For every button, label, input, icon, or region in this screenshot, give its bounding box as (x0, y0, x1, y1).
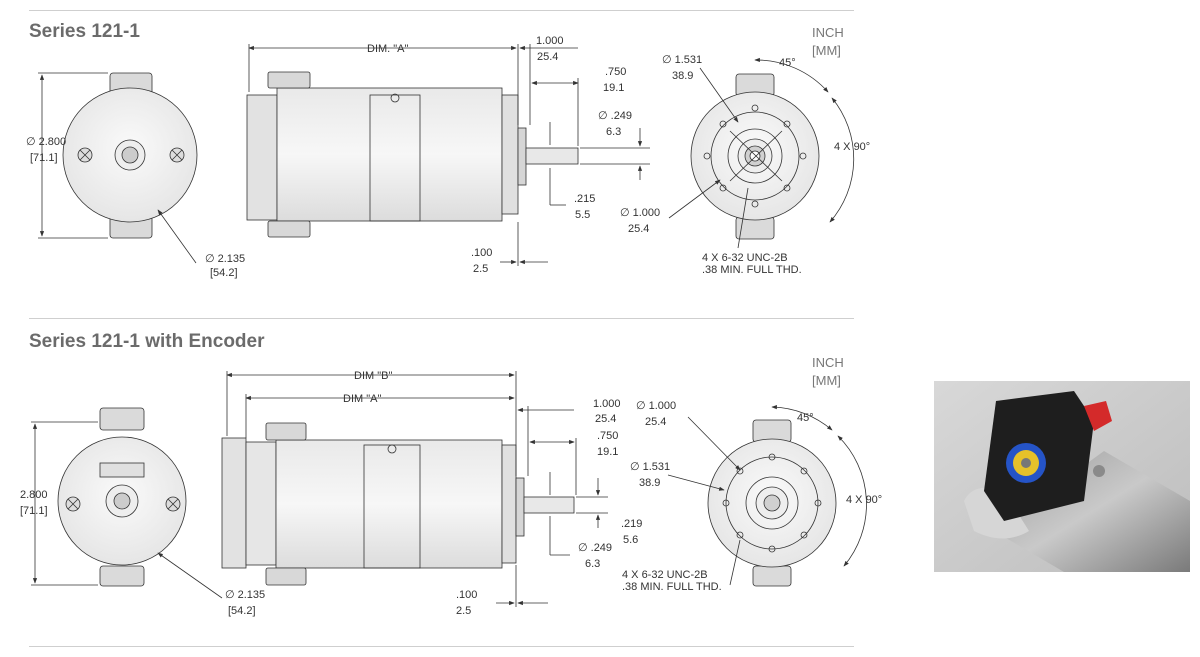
s1-pilotdia-in: ∅ 1.000 (620, 207, 660, 219)
s1-pilot-in: .100 (471, 247, 492, 259)
s2-len-mm: 25.4 (595, 413, 616, 425)
unit-mm: [MM] (812, 43, 841, 58)
s2-dim-a: DIM "A" (343, 393, 381, 405)
s2-shaftdia-mm: 6.3 (585, 558, 600, 570)
section-1-units: INCH [MM] (812, 24, 844, 60)
photo-image (934, 381, 1190, 572)
s2-dim-b: DIM "B" (354, 370, 392, 382)
s2-shaftdia-in: ∅ .249 (578, 542, 612, 554)
s1-bc-mm: 38.9 (672, 70, 693, 82)
s1-dim-a: DIM. "A" (367, 43, 409, 55)
s2-flat-in: .219 (621, 518, 642, 530)
s1-dia-in: ∅ 2.800 (26, 136, 66, 148)
side-view-2 (221, 371, 608, 607)
s1-flat-in: .215 (574, 193, 595, 205)
s2-angle: 45° (797, 412, 814, 424)
front-view-1 (38, 72, 198, 264)
s1-dia-mm: [71.1] (30, 152, 58, 164)
s2-dia-mm: [71.1] (20, 505, 48, 517)
s2-hub-in: ∅ 2.135 (225, 589, 265, 601)
s1-len-mm: 25.4 (537, 51, 558, 63)
face-view-2 (667, 405, 867, 587)
side-view-1 (246, 44, 650, 266)
encoder-motor-photo (934, 381, 1190, 572)
s1-shaftdia-mm: 6.3 (606, 126, 621, 138)
s2-pilotdia-mm: 25.4 (645, 416, 666, 428)
s2-hub-mm: [54.2] (228, 605, 256, 617)
s2-bc-in: ∅ 1.531 (630, 461, 670, 473)
s1-bc-in: ∅ 1.531 (662, 54, 702, 66)
bottom-rule (29, 646, 854, 647)
front-view-2 (31, 407, 223, 599)
s1-angle: 45° (779, 57, 796, 69)
top-rule (29, 10, 854, 11)
s1-len-in: 1.000 (536, 35, 564, 47)
s2-spacing: 4 X 90° (846, 494, 882, 506)
s2-shaft-in: .750 (597, 430, 618, 442)
s2-pilot-in: .100 (456, 589, 477, 601)
s1-thread-2: .38 MIN. FULL THD. (702, 264, 802, 276)
unit-mm: [MM] (812, 373, 841, 388)
middle-rule (29, 318, 854, 319)
s2-thread-1: 4 X 6-32 UNC-2B (622, 569, 708, 581)
s1-shaftdia-in: ∅ .249 (598, 110, 632, 122)
face-view-1 (668, 57, 855, 249)
s1-spacing: 4 X 90° (834, 141, 870, 153)
s1-hub-mm: [54.2] (210, 267, 238, 279)
s1-pilot-mm: 2.5 (473, 263, 488, 275)
section-1-title: Series 121-1 (29, 21, 140, 42)
unit-inch: INCH (812, 355, 844, 370)
s2-flat-mm: 5.6 (623, 534, 638, 546)
s2-thread-2: .38 MIN. FULL THD. (622, 581, 722, 593)
s1-pilotdia-mm: 25.4 (628, 223, 649, 235)
s2-bc-mm: 38.9 (639, 477, 660, 489)
s1-flat-mm: 5.5 (575, 209, 590, 221)
s2-pilot-mm: 2.5 (456, 605, 471, 617)
s1-thread-1: 4 X 6-32 UNC-2B (702, 252, 788, 264)
unit-inch: INCH (812, 25, 844, 40)
section-2-units: INCH [MM] (812, 354, 844, 390)
section-2-title: Series 121-1 with Encoder (29, 331, 265, 352)
s2-len-in: 1.000 (593, 398, 621, 410)
s1-shaft-in: .750 (605, 66, 626, 78)
s1-shaft-mm: 19.1 (603, 82, 624, 94)
s2-dia-in: 2.800 (20, 489, 48, 501)
s1-hub-in: ∅ 2.135 (205, 253, 245, 265)
s2-shaft-mm: 19.1 (597, 446, 618, 458)
s2-pilotdia-in: ∅ 1.000 (636, 400, 676, 412)
